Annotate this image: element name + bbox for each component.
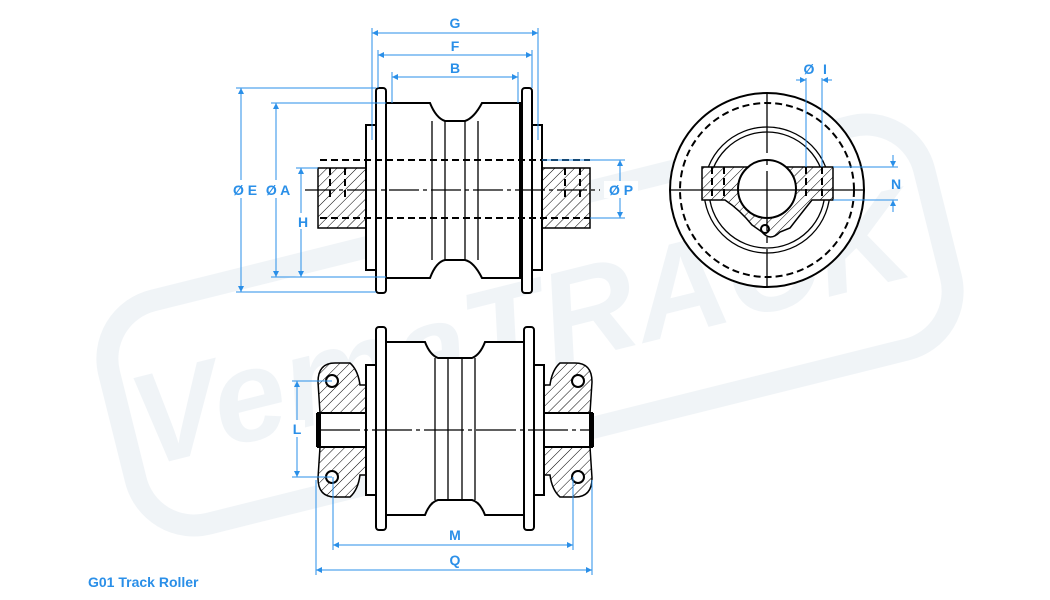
dim-p-label: Ø P (609, 182, 633, 198)
dim-m-label: M (449, 527, 461, 543)
front-view-dimensions: G F B Ø E Ø A H Ø P (226, 15, 638, 293)
side-view (669, 92, 865, 288)
front-view (305, 87, 600, 294)
drawing-title: G01 Track Roller (88, 574, 199, 590)
dim-n-label: N (891, 176, 901, 192)
dim-g-label: G (450, 15, 461, 31)
dim-h-label: H (298, 214, 308, 230)
top-view (316, 326, 594, 531)
top-view-dimensions: L M Q (289, 380, 593, 575)
dim-i-label: I (823, 61, 827, 77)
dim-i-dia-label: Ø (804, 61, 815, 77)
dim-q-label: Q (450, 552, 461, 568)
dim-e-label: Ø E (233, 182, 257, 198)
side-view-dimensions: Ø I N (796, 61, 901, 212)
dim-l-label: L (293, 421, 302, 437)
dim-f-label: F (451, 38, 460, 54)
dim-a-label: Ø A (266, 182, 290, 198)
dim-b-label: B (450, 60, 460, 76)
